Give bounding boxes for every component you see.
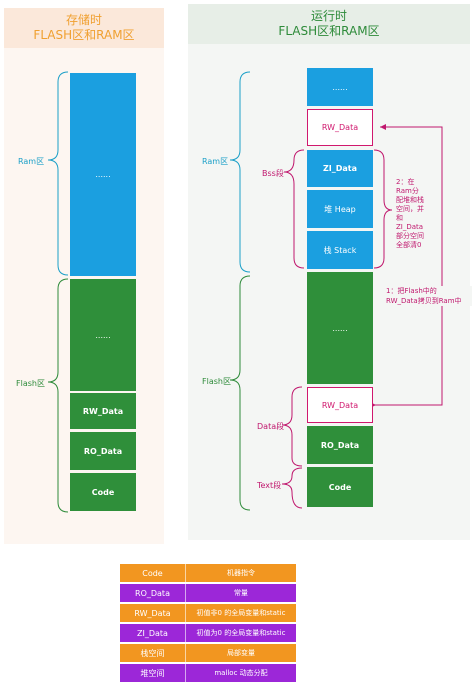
right-code-block: Code <box>307 467 373 507</box>
zero-init-note-line: Ram分 <box>396 187 419 195</box>
left-flash-block: ...... <box>70 279 136 391</box>
storage-title-line1: 存储时 <box>65 13 102 27</box>
legend-row: 栈空间 局部变量 <box>120 644 296 662</box>
legend-row: 堆空间 malloc 动态分配 <box>120 664 296 682</box>
zero-init-note-line: 配堆和栈 <box>396 196 424 204</box>
zero-init-note-line: ZI_Data <box>396 223 424 231</box>
legend-key: RO_Data <box>120 584 186 602</box>
legend-value: 常量 <box>234 589 248 597</box>
copy-note: 1：把Flash中的 RW_Data拷贝到Ram中 <box>386 286 472 306</box>
bss-label: Bss段 <box>262 169 284 178</box>
text-label: Text段 <box>257 481 282 490</box>
data-label: Data段 <box>257 422 285 431</box>
runtime-title-line1: 运行时 <box>310 9 347 23</box>
right-ram-label: Ram区 <box>202 157 229 166</box>
copy-note-line: 1：把Flash中的 <box>386 287 437 295</box>
bss-bracket <box>283 149 305 269</box>
right-ram-rw-data-block: RW_Data <box>307 109 373 146</box>
left-ram-block: ...... <box>70 73 136 276</box>
copy-arrowhead <box>380 124 386 130</box>
left-ram-label: Ram区 <box>18 157 45 166</box>
right-flash-rw-data-block: RW_Data <box>307 387 373 423</box>
zero-init-note-line: 部分空间 <box>396 232 424 240</box>
zero-init-note-line: 全部清0 <box>396 241 422 249</box>
stack-block: 栈 Stack <box>307 231 373 269</box>
right-top-ram-block: ...... <box>307 68 373 106</box>
right-ro-data-block: RO_Data <box>307 426 373 464</box>
right-flash-bracket <box>229 275 251 511</box>
runtime-header <box>188 4 470 44</box>
left-rw-data-block: RW_Data <box>70 393 136 429</box>
storage-title-line2: FLASH区和RAM区 <box>33 28 135 42</box>
legend-key: 栈空间 <box>120 644 186 662</box>
legend-value: 初值为0 的全局变量和static <box>196 629 286 637</box>
legend-value: malloc 动态分配 <box>214 669 268 677</box>
heap-block: 堆 Heap <box>307 190 373 228</box>
left-ram-bracket <box>47 71 69 276</box>
legend-row: RW_Data 初值非0 的全局变量和static <box>120 604 296 622</box>
data-bracket <box>281 386 303 467</box>
legend-row: RO_Data 常量 <box>120 584 296 602</box>
left-code-block: Code <box>70 473 136 511</box>
zero-init-note-line: 2：在 <box>396 178 415 186</box>
legend-value: 局部变量 <box>227 649 255 657</box>
zero-init-note-line: 空间，并 <box>396 205 424 213</box>
legend-row: Code 机器指令 <box>120 564 296 582</box>
storage-header <box>4 8 164 48</box>
runtime-title-line2: FLASH区和RAM区 <box>278 24 380 38</box>
legend-key: Code <box>120 564 186 582</box>
zero-init-note-line: 和 <box>396 214 403 222</box>
left-ro-data-block: RO_Data <box>70 432 136 470</box>
text-bracket <box>281 467 303 509</box>
right-ram-bracket <box>229 71 251 273</box>
left-flash-bracket <box>47 278 69 513</box>
right-flash-label: Flash区 <box>202 377 231 386</box>
legend-value: 初值非0 的全局变量和static <box>196 609 286 617</box>
copy-arrow <box>374 126 443 406</box>
legend-row: ZI_Data 初值为0 的全局变量和static <box>120 624 296 642</box>
legend-key: ZI_Data <box>120 624 186 642</box>
left-flash-label: Flash区 <box>16 379 45 388</box>
zero-init-bracket <box>373 149 393 269</box>
legend-key: 堆空间 <box>120 664 186 682</box>
copy-note-line: RW_Data拷贝到Ram中 <box>386 297 462 305</box>
legend-key: RW_Data <box>120 604 186 622</box>
zero-init-note: 2：在 Ram分 配堆和栈 空间，并 和 ZI_Data 部分空间 全部清0 <box>396 178 440 250</box>
zi-data-block: ZI_Data <box>307 150 373 187</box>
right-flash-block: ...... <box>307 272 373 384</box>
legend-value: 机器指令 <box>227 569 255 577</box>
